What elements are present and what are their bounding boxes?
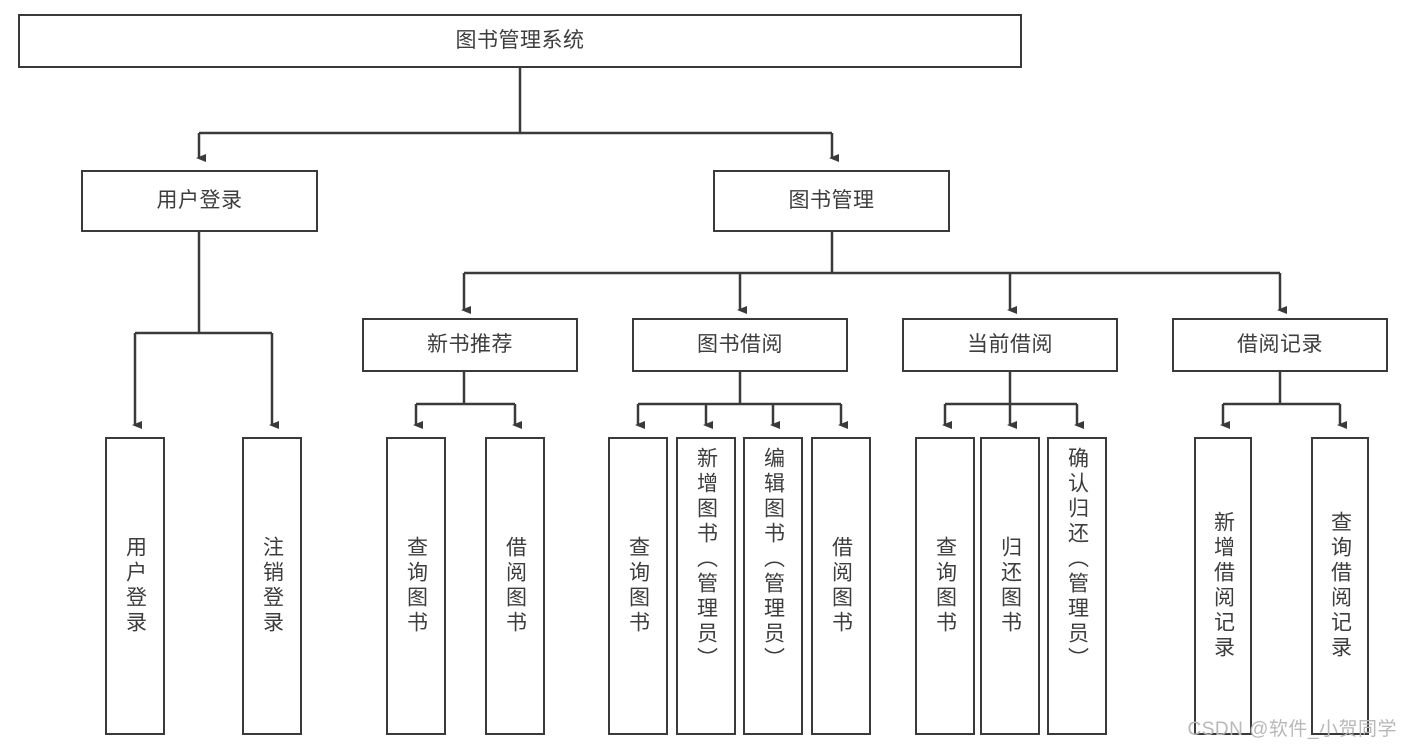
node-book-management-label: 图书管理 — [788, 189, 875, 213]
leaf-current-query-book-label: 查询图书 — [933, 536, 957, 636]
node-new-book-recommend[interactable]: 新书推荐 — [362, 318, 578, 372]
node-current-borrow-label: 当前借阅 — [967, 333, 1053, 357]
node-root-book-management-system[interactable]: 图书管理系统 — [18, 14, 1022, 68]
leaf-record-query-record-label: 查询借阅记录 — [1328, 511, 1352, 661]
leaf-borrow-query-book-label: 查询图书 — [626, 536, 650, 636]
leaf-current-confirm-return-admin[interactable]: 确认归还（管理员） — [1047, 437, 1107, 735]
leaf-user-login-logout[interactable]: 注销登录 — [242, 437, 302, 735]
leaf-current-return-book-label: 归还图书 — [998, 536, 1022, 636]
leaf-borrow-edit-book-admin-label: 编辑图书（管理员） — [761, 447, 785, 672]
node-book-borrow[interactable]: 图书借阅 — [632, 318, 848, 372]
leaf-user-login-logout-label: 注销登录 — [260, 536, 284, 636]
node-borrow-record-label: 借阅记录 — [1237, 333, 1323, 357]
leaf-record-add-record-label: 新增借阅记录 — [1211, 511, 1235, 661]
leaf-new-book-query[interactable]: 查询图书 — [386, 437, 446, 735]
node-root-label: 图书管理系统 — [455, 29, 585, 53]
leaf-borrow-edit-book-admin[interactable]: 编辑图书（管理员） — [743, 437, 803, 735]
leaf-record-query-record[interactable]: 查询借阅记录 — [1311, 437, 1369, 735]
leaf-borrow-add-book-admin[interactable]: 新增图书（管理员） — [676, 437, 736, 735]
leaf-user-login-login[interactable]: 用户登录 — [105, 437, 165, 735]
csdn-watermark: CSDN @软件_小贺同学 — [1187, 719, 1397, 740]
node-user-login[interactable]: 用户登录 — [81, 170, 318, 232]
leaf-current-return-book[interactable]: 归还图书 — [980, 437, 1040, 735]
leaf-record-add-record[interactable]: 新增借阅记录 — [1194, 437, 1252, 735]
node-book-borrow-label: 图书借阅 — [697, 333, 783, 357]
leaf-user-login-login-label: 用户登录 — [123, 536, 147, 636]
node-book-management[interactable]: 图书管理 — [713, 170, 950, 232]
node-borrow-record[interactable]: 借阅记录 — [1172, 318, 1388, 372]
node-user-login-label: 用户登录 — [156, 189, 243, 213]
leaf-borrow-query-book[interactable]: 查询图书 — [608, 437, 668, 735]
node-new-book-recommend-label: 新书推荐 — [427, 333, 513, 357]
leaf-new-book-borrow[interactable]: 借阅图书 — [485, 437, 545, 735]
leaf-borrow-borrow-book[interactable]: 借阅图书 — [811, 437, 871, 735]
node-current-borrow[interactable]: 当前借阅 — [902, 318, 1118, 372]
leaf-borrow-add-book-admin-label: 新增图书（管理员） — [694, 447, 718, 672]
leaf-current-confirm-return-admin-label: 确认归还（管理员） — [1065, 447, 1089, 672]
leaf-current-query-book[interactable]: 查询图书 — [915, 437, 975, 735]
leaf-borrow-borrow-book-label: 借阅图书 — [829, 536, 853, 636]
leaf-new-book-query-label: 查询图书 — [404, 536, 428, 636]
leaf-new-book-borrow-label: 借阅图书 — [503, 536, 527, 636]
